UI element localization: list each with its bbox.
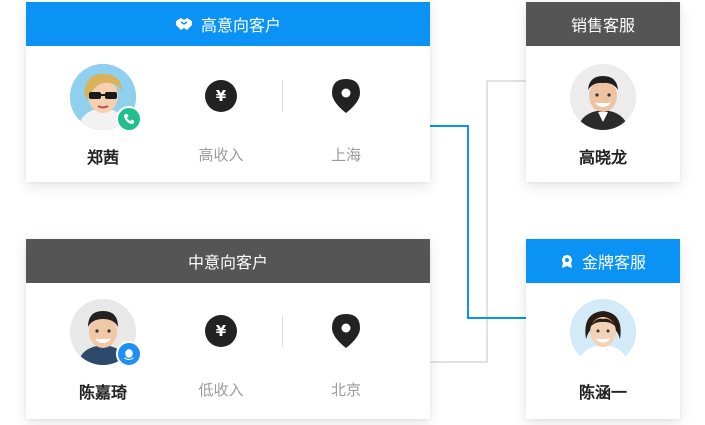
high-intent-title: 高意向客户	[200, 16, 281, 35]
customer-avatar-chenjiaqi[interactable]	[70, 299, 142, 367]
yuan-icon: ¥	[205, 80, 237, 112]
customer-name: 陈嘉琦	[78, 383, 127, 402]
qq-icon	[116, 341, 142, 367]
high-intent-card[interactable]: 高意向客户 郑茜 ¥ 高收入 上海	[26, 2, 430, 182]
yuan-icon: ¥	[205, 315, 237, 347]
handshake-icon	[175, 17, 193, 31]
high-intent-header: 高意向客户	[26, 2, 430, 46]
location-pin-icon	[330, 78, 362, 118]
medal-icon	[560, 254, 574, 269]
sales-agent-header: 销售客服	[526, 2, 680, 46]
income-label: 低收入	[198, 381, 244, 399]
location-label: 北京	[330, 381, 361, 399]
divider	[282, 315, 283, 347]
mid-intent-title: 中意向客户	[187, 253, 268, 272]
agent-name: 陈涵一	[578, 383, 627, 402]
phone-icon	[116, 106, 142, 132]
location-pin-icon	[330, 313, 362, 353]
agent-avatar-gaoxiaolong[interactable]	[570, 64, 636, 130]
sales-agent-title: 销售客服	[570, 16, 635, 35]
agent-avatar-chenhanyi[interactable]	[570, 299, 636, 365]
customer-name: 郑茜	[86, 148, 119, 167]
mid-intent-header: 中意向客户	[26, 239, 430, 283]
gold-agent-header: 金牌客服	[526, 239, 680, 283]
avatar	[70, 64, 136, 130]
customer-avatar-zhengqian[interactable]	[70, 64, 142, 132]
income-label: 高收入	[198, 146, 244, 164]
sales-agent-card[interactable]: 销售客服 高晓龙	[526, 2, 680, 182]
location-label: 上海	[330, 146, 361, 164]
gold-agent-card[interactable]: 金牌客服 陈涵一	[526, 239, 680, 419]
divider	[282, 80, 283, 112]
gold-agent-title: 金牌客服	[581, 253, 646, 272]
agent-name: 高晓龙	[578, 148, 627, 167]
mid-intent-card[interactable]: 中意向客户 陈嘉琦 ¥ 低收入 北京	[26, 239, 430, 419]
